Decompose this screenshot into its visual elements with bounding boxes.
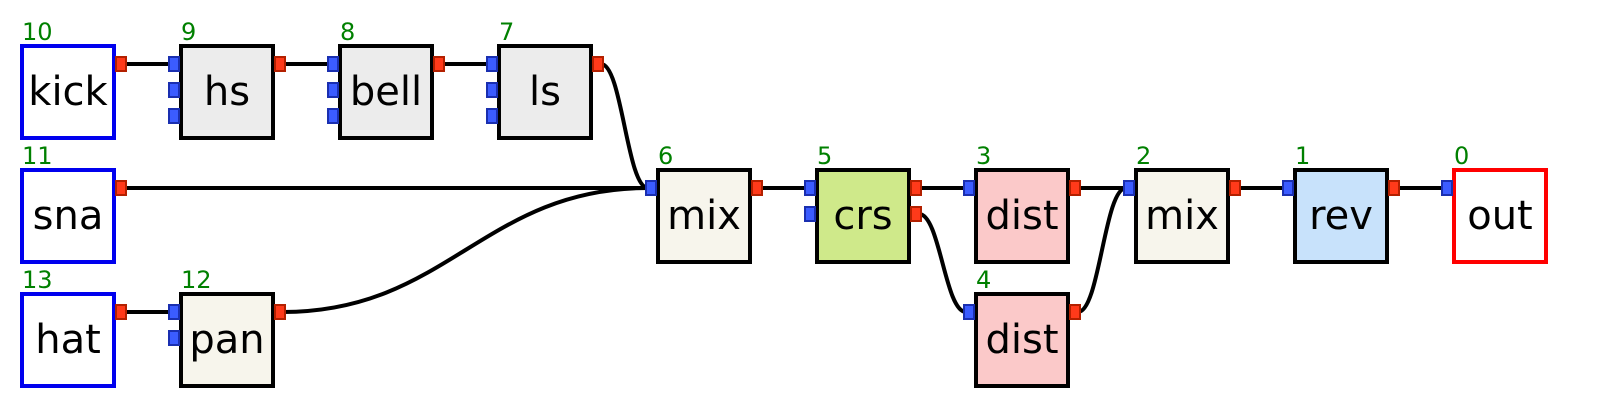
wire-4-to-2 xyxy=(1077,186,1127,314)
node-id-label: 7 xyxy=(499,18,514,46)
node-id-label: 0 xyxy=(1454,142,1469,170)
node-label: kick xyxy=(28,69,108,115)
node-label: ls xyxy=(529,69,561,115)
node-label: hat xyxy=(35,317,101,363)
node-id-label: 1 xyxy=(1295,142,1310,170)
node-box[interactable] xyxy=(497,44,593,140)
node-label: pan xyxy=(189,317,264,363)
input-port-2[interactable] xyxy=(486,108,498,124)
node-1-rev[interactable]: rev 1 xyxy=(1282,142,1400,264)
input-port-0[interactable] xyxy=(963,180,975,196)
node-label: mix xyxy=(1145,193,1219,239)
node-id-label: 2 xyxy=(1136,142,1151,170)
node-10-kick[interactable]: kick 10 xyxy=(20,18,127,140)
node-id-label: 4 xyxy=(976,266,991,294)
input-port-1[interactable] xyxy=(486,82,498,98)
input-port-0[interactable] xyxy=(804,180,816,196)
output-port-0[interactable] xyxy=(115,180,127,196)
node-id-label: 12 xyxy=(181,266,212,294)
input-port-1[interactable] xyxy=(804,206,816,222)
node-2-mix[interactable]: mix 2 xyxy=(1123,142,1241,264)
input-port-0[interactable] xyxy=(1282,180,1294,196)
node-box[interactable] xyxy=(656,168,752,264)
node-label: rev xyxy=(1309,193,1373,239)
node-id-label: 5 xyxy=(817,142,832,170)
node-box[interactable] xyxy=(815,168,911,264)
node-box[interactable] xyxy=(179,44,275,140)
input-port-0[interactable] xyxy=(1123,180,1135,196)
node-id-label: 13 xyxy=(22,266,53,294)
node-box[interactable] xyxy=(20,168,116,264)
wire-12-to-6 xyxy=(282,186,649,314)
wires-layer xyxy=(124,62,1444,314)
node-box[interactable] xyxy=(1293,168,1389,264)
output-port-0[interactable] xyxy=(1069,180,1081,196)
nodes-layer: kick10hs9bell8ls7sna11hat13pan12mix6crs5… xyxy=(20,18,1548,388)
node-box[interactable] xyxy=(179,292,275,388)
output-port-0[interactable] xyxy=(1069,304,1081,320)
node-13-hat[interactable]: hat 13 xyxy=(20,266,127,388)
node-label: mix xyxy=(667,193,741,239)
output-port-0[interactable] xyxy=(751,180,763,196)
input-port-1[interactable] xyxy=(327,82,339,98)
node-id-label: 9 xyxy=(181,18,196,46)
node-6-mix[interactable]: mix 6 xyxy=(645,142,763,264)
input-port-2[interactable] xyxy=(168,108,180,124)
input-port-0[interactable] xyxy=(168,304,180,320)
node-id-label: 8 xyxy=(340,18,355,46)
input-port-1[interactable] xyxy=(168,82,180,98)
node-id-label: 10 xyxy=(22,18,53,46)
input-port-0[interactable] xyxy=(963,304,975,320)
node-label: crs xyxy=(833,193,892,239)
output-port-0[interactable] xyxy=(115,56,127,72)
node-7-ls[interactable]: ls 7 xyxy=(486,18,604,140)
node-box[interactable] xyxy=(1134,168,1230,264)
node-box[interactable] xyxy=(20,292,116,388)
node-9-hs[interactable]: hs 9 xyxy=(168,18,286,140)
output-port-0[interactable] xyxy=(592,56,604,72)
output-port-1[interactable] xyxy=(910,206,922,222)
input-port-0[interactable] xyxy=(1441,180,1453,196)
output-port-0[interactable] xyxy=(274,56,286,72)
node-11-sna[interactable]: sna 11 xyxy=(20,142,127,264)
output-port-0[interactable] xyxy=(433,56,445,72)
node-box[interactable] xyxy=(1452,168,1548,264)
wire-5-to-4 xyxy=(918,212,967,314)
input-port-0[interactable] xyxy=(168,56,180,72)
input-port-0[interactable] xyxy=(327,56,339,72)
node-box[interactable] xyxy=(974,168,1070,264)
node-box[interactable] xyxy=(974,292,1070,388)
output-port-0[interactable] xyxy=(274,304,286,320)
input-port-1[interactable] xyxy=(168,330,180,346)
node-label: sna xyxy=(33,193,104,239)
node-box[interactable] xyxy=(20,44,116,140)
node-label: dist xyxy=(985,317,1058,363)
node-id-label: 6 xyxy=(658,142,673,170)
node-8-bell[interactable]: bell 8 xyxy=(327,18,445,140)
output-port-0[interactable] xyxy=(115,304,127,320)
node-id-label: 3 xyxy=(976,142,991,170)
input-port-0[interactable] xyxy=(645,180,657,196)
node-label: dist xyxy=(985,193,1058,239)
node-3-dist[interactable]: dist 3 xyxy=(963,142,1081,264)
node-12-pan[interactable]: pan 12 xyxy=(168,266,286,388)
node-id-label: 11 xyxy=(22,142,53,170)
node-box[interactable] xyxy=(338,44,434,140)
wire-7-to-6 xyxy=(600,62,649,190)
node-label: out xyxy=(1467,193,1533,239)
input-port-2[interactable] xyxy=(327,108,339,124)
node-4-dist[interactable]: dist 4 xyxy=(963,266,1081,388)
input-port-0[interactable] xyxy=(486,56,498,72)
node-label: hs xyxy=(204,69,250,115)
output-port-0[interactable] xyxy=(1229,180,1241,196)
output-port-0[interactable] xyxy=(1388,180,1400,196)
node-0-out[interactable]: out 0 xyxy=(1441,142,1548,264)
output-port-0[interactable] xyxy=(910,180,922,196)
node-label: bell xyxy=(350,69,422,115)
